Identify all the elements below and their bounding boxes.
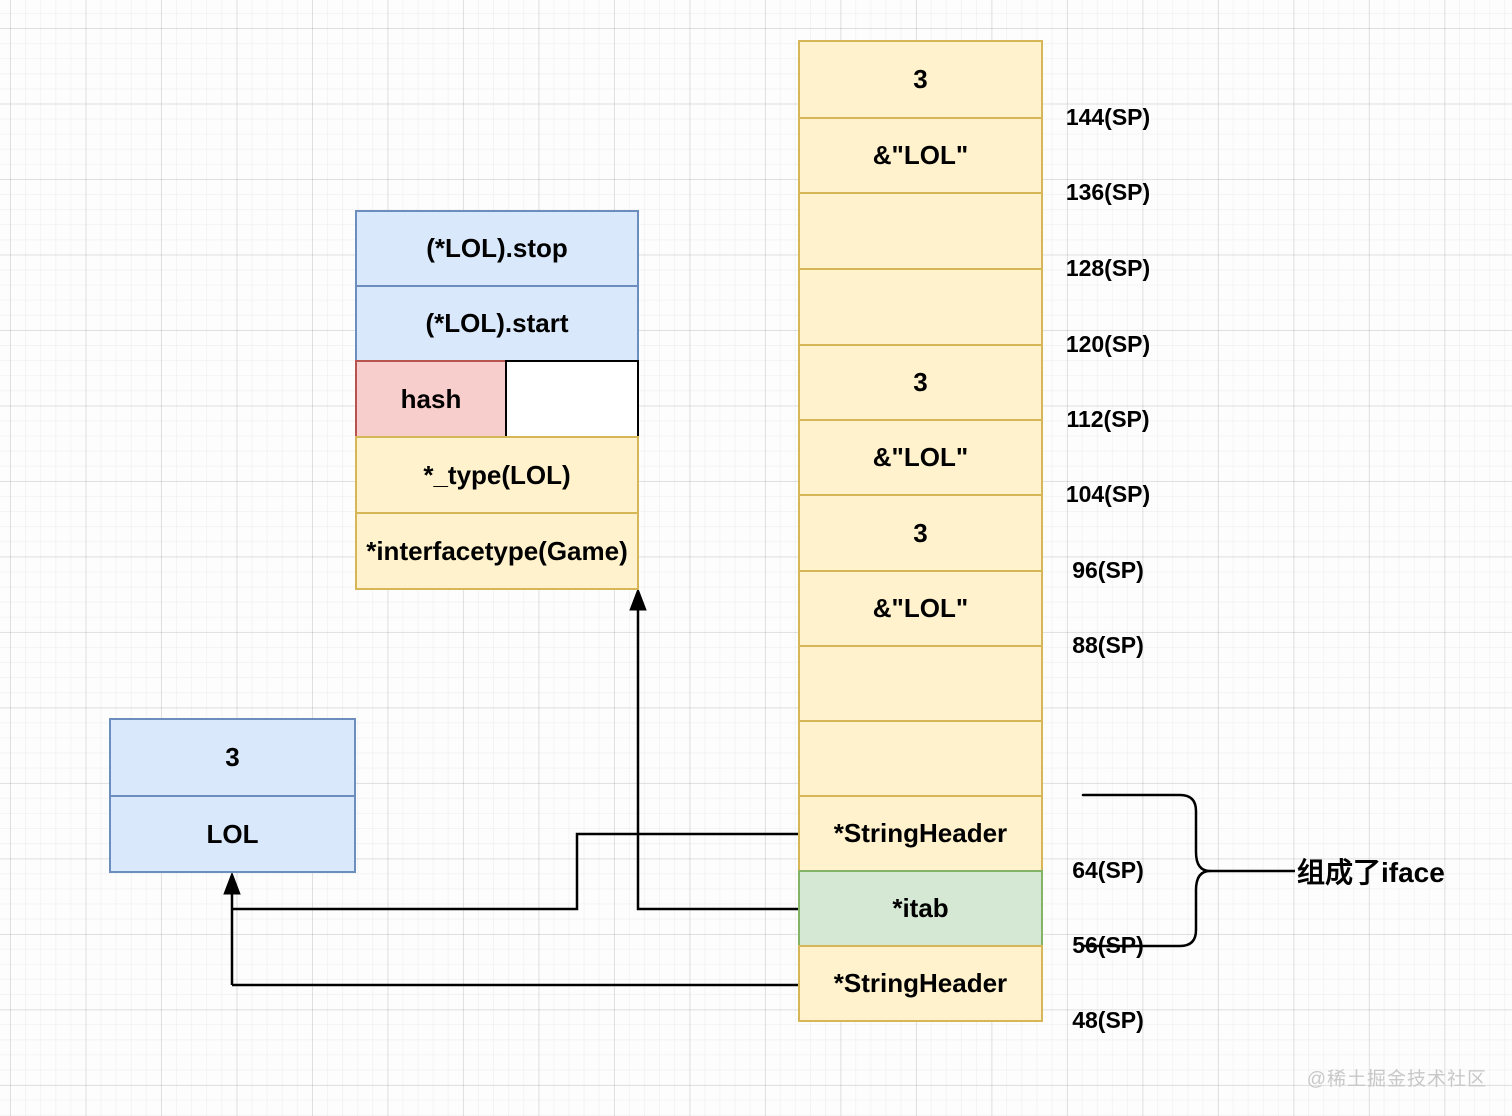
itab-struct-row-start: (*LOL).start bbox=[355, 285, 639, 362]
sp-label: 96(SP) bbox=[1072, 556, 1144, 583]
stack-cell bbox=[798, 720, 1043, 797]
stack-cell-itab: *itab bbox=[798, 870, 1043, 947]
sp-label: 104(SP) bbox=[1065, 480, 1151, 507]
stack-cell: 3 bbox=[798, 344, 1043, 421]
itab-struct-row-hash: hash bbox=[355, 360, 507, 438]
stack-cell: &"LOL" bbox=[798, 117, 1043, 194]
sp-label: 112(SP) bbox=[1066, 405, 1150, 432]
sp-label: 120(SP) bbox=[1065, 330, 1151, 357]
sp-label: 56(SP) bbox=[1072, 931, 1144, 958]
watermark-text: @稀土掘金技术社区 bbox=[1306, 1068, 1487, 1090]
sp-label: 48(SP) bbox=[1072, 1006, 1144, 1033]
sp-label: 88(SP) bbox=[1072, 631, 1144, 658]
stack-cell bbox=[798, 268, 1043, 346]
stack-cell: 3 bbox=[798, 494, 1043, 572]
stack-cell: &"LOL" bbox=[798, 419, 1043, 496]
iface-brace-label: 组成了iface bbox=[1297, 857, 1445, 888]
string-value-cell: LOL bbox=[109, 795, 356, 873]
string-len-cell: 3 bbox=[109, 718, 356, 797]
sp-label: 136(SP) bbox=[1065, 178, 1151, 205]
itab-struct-row-hash-empty bbox=[505, 360, 639, 438]
itab-struct-row-stop: (*LOL).stop bbox=[355, 210, 639, 287]
itab-pointer-arrowhead-icon bbox=[629, 587, 647, 611]
sp-label: 144(SP) bbox=[1065, 103, 1151, 130]
stack-cell bbox=[798, 192, 1043, 270]
stack-cell-stringheader-64sp: *StringHeader bbox=[798, 795, 1043, 872]
itab-struct-row-type: *_type(LOL) bbox=[355, 436, 639, 514]
itab-pointer-line bbox=[636, 607, 798, 911]
stack-cell: &"LOL" bbox=[798, 570, 1043, 647]
string-pointer-arrowhead-icon bbox=[223, 871, 241, 895]
sp-label: 64(SP) bbox=[1072, 856, 1144, 883]
stack-cell: 3 bbox=[798, 40, 1043, 119]
stack-cell bbox=[798, 645, 1043, 722]
sp-label: 128(SP) bbox=[1065, 254, 1151, 281]
stack-cell-stringheader-48sp: *StringHeader bbox=[798, 945, 1043, 1022]
itab-struct-row-interfacetype: *interfacetype(Game) bbox=[355, 512, 639, 590]
